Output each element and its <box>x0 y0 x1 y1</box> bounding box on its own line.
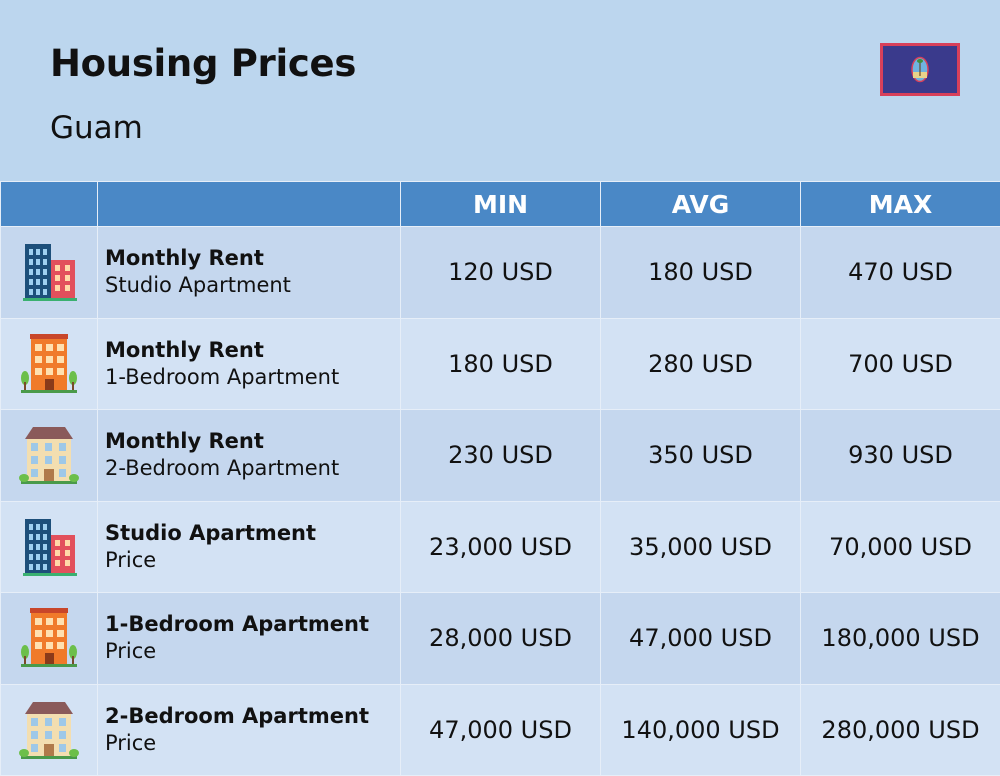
row-value-min: 23,000 USD <box>400 500 601 593</box>
row-label-main: Monthly Rent <box>105 337 264 362</box>
row-icon-cell <box>0 592 98 685</box>
row-value-avg: 47,000 USD <box>600 592 801 685</box>
row-value-min: 230 USD <box>400 409 601 502</box>
row-label-main: Studio Apartment <box>105 520 317 545</box>
guam-flag-icon <box>880 43 960 96</box>
header-max: MAX <box>800 181 1000 227</box>
page-header: Housing Prices Guam <box>0 0 1000 181</box>
row-value-max: 930 USD <box>800 409 1000 502</box>
row-label-sub: Price <box>105 547 157 572</box>
row-label-main: Monthly Rent <box>105 246 264 271</box>
row-value-min: 47,000 USD <box>400 683 601 776</box>
row-value-avg: 140,000 USD <box>600 683 801 776</box>
row-label-sub: Price <box>105 730 157 755</box>
row-value-avg: 280 USD <box>600 317 801 410</box>
row-label-sub: 1-Bedroom Apartment <box>105 364 340 389</box>
row-label-main: 2-Bedroom Apartment <box>105 703 369 728</box>
row-icon-cell <box>0 500 98 593</box>
row-value-max: 180,000 USD <box>800 592 1000 685</box>
row-value-max: 280,000 USD <box>800 683 1000 776</box>
row-value-avg: 350 USD <box>600 409 801 502</box>
row-icon-cell <box>0 683 98 776</box>
two-bedroom-building-icon <box>17 427 81 489</box>
row-label-main: 1-Bedroom Apartment <box>105 612 369 637</box>
row-label-sub: 2-Bedroom Apartment <box>105 456 340 481</box>
studio-building-icon <box>17 518 81 581</box>
header-label-col <box>97 181 401 227</box>
row-value-min: 28,000 USD <box>400 592 601 685</box>
one-bedroom-building-icon <box>17 333 81 398</box>
row-value-min: 120 USD <box>400 226 601 319</box>
row-value-max: 700 USD <box>800 317 1000 410</box>
row-label-sub: Price <box>105 639 157 664</box>
row-label-sub: Studio Apartment <box>105 273 291 298</box>
row-value-min: 180 USD <box>400 317 601 410</box>
row-value-avg: 180 USD <box>600 226 801 319</box>
header-min: MIN <box>400 181 601 227</box>
row-value-max: 470 USD <box>800 226 1000 319</box>
table-header-row: MIN AVG MAX <box>0 181 1000 227</box>
page-title: Housing Prices <box>50 42 357 85</box>
row-value-max: 70,000 USD <box>800 500 1000 593</box>
page-subtitle: Guam <box>50 110 143 146</box>
row-icon-cell <box>0 409 98 502</box>
row-label-main: Monthly Rent <box>105 429 264 454</box>
one-bedroom-building-icon <box>17 608 81 672</box>
row-icon-cell <box>0 317 98 410</box>
header-icon-col <box>0 181 98 227</box>
two-bedroom-building-icon <box>17 701 81 764</box>
row-icon-cell <box>0 226 98 319</box>
row-value-avg: 35,000 USD <box>600 500 801 593</box>
studio-building-icon <box>17 244 81 306</box>
header-avg: AVG <box>600 181 801 227</box>
